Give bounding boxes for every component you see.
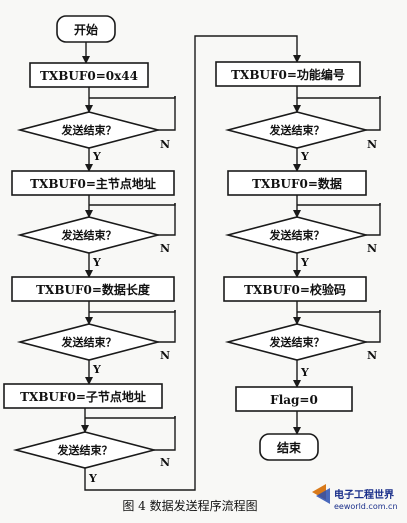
no-branch	[154, 416, 176, 451]
loop-return	[297, 310, 381, 313]
no-branch	[366, 203, 381, 236]
no-label: N	[367, 349, 377, 362]
no-label: N	[160, 138, 170, 151]
loop-return	[297, 96, 381, 99]
process-label: TXBUF0=主节点地址	[30, 176, 156, 191]
loop-return	[89, 310, 176, 313]
no-branch	[366, 310, 381, 343]
yes-label: Y	[88, 472, 97, 485]
watermark-url: eeworld.com.cn	[334, 502, 398, 511]
watermark-logo: 电子工程世界 eeworld.com.cn	[312, 484, 398, 511]
start-label: 开始	[74, 22, 98, 37]
decision-label: 发送结束？	[269, 123, 325, 137]
no-branch	[158, 96, 176, 131]
no-branch	[366, 96, 381, 131]
loop-return	[89, 203, 176, 206]
process-label: TXBUF0=数据	[252, 176, 342, 191]
decision-label: 发送结束？	[61, 335, 117, 349]
process-label: TXBUF0=子节点地址	[20, 389, 146, 404]
yes-label: Y	[300, 256, 309, 269]
decision-label: 发送结束？	[57, 443, 113, 457]
decision-label: 发送结束？	[61, 123, 117, 137]
decision-label: 发送结束？	[61, 228, 117, 242]
yes-label: Y	[300, 150, 309, 163]
process-label: TXBUF0=功能编号	[231, 67, 345, 82]
process-data-length	[11, 276, 175, 302]
process-function-code	[215, 61, 361, 87]
process-txbuf-0x44	[29, 62, 149, 88]
loop-return	[297, 203, 381, 206]
no-label: N	[160, 242, 170, 255]
process-label: TXBUF0=0x44	[40, 69, 138, 83]
watermark-title: 电子工程世界	[334, 488, 394, 501]
process-label: TXBUF0=数据长度	[36, 282, 151, 297]
no-label: N	[367, 242, 377, 255]
yes-label: Y	[92, 150, 101, 163]
decision-label: 发送结束？	[269, 228, 325, 242]
figure-caption: 图 4 数据发送程序流程图	[122, 498, 257, 513]
yes-label: Y	[92, 363, 101, 376]
column-connector	[84, 35, 301, 491]
no-branch	[158, 203, 176, 236]
end-label: 结束	[277, 440, 302, 455]
logo-mark-accent-icon	[316, 488, 330, 504]
decision-label: 发送结束？	[269, 335, 325, 349]
no-label: N	[160, 349, 170, 362]
process-label: TXBUF0=校验码	[244, 282, 346, 297]
yes-label: Y	[92, 256, 101, 269]
process-flag-reset	[235, 386, 353, 412]
process-checksum	[223, 276, 367, 302]
no-label: N	[367, 138, 377, 151]
yes-label: Y	[300, 366, 309, 379]
process-sub-node-address	[3, 383, 163, 409]
no-label: N	[160, 456, 170, 469]
process-label: Flag=0	[270, 393, 318, 407]
end-terminal	[259, 433, 319, 461]
loop-return	[85, 416, 176, 419]
process-main-node-address	[11, 170, 175, 196]
loop-return	[89, 96, 176, 99]
no-branch	[158, 310, 176, 343]
